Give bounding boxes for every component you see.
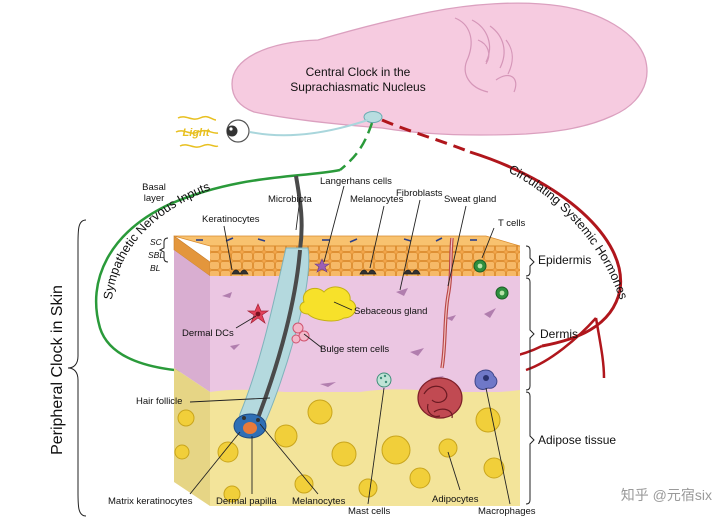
title-line2: Suprachiasmatic Nucleus [290, 80, 425, 94]
langerhans-label: Langerhans cells [320, 176, 392, 187]
skin-block [173, 175, 521, 506]
layer-brackets [67, 219, 535, 517]
basal-melanocytes [231, 269, 421, 275]
brain [231, 2, 648, 136]
t-cells-label: T cells [498, 218, 526, 229]
melanocytes-top-label: Melanocytes [350, 194, 404, 205]
bulge-stem-cells [291, 322, 310, 344]
keratinocytes-label: Keratinocytes [202, 214, 260, 225]
cerebellum [454, 17, 517, 93]
fibroblasts-label: Fibroblasts [396, 188, 443, 199]
epidermis-label: Epidermis [538, 253, 591, 267]
sc-label: SC [150, 237, 163, 247]
hormones-label: Circulating Systemic Hormones [507, 162, 631, 301]
eye-icon [226, 119, 250, 143]
optic-nerve [249, 119, 369, 137]
sweat-gland [417, 237, 463, 419]
pointer-lines [189, 185, 511, 505]
adipose-label: Adipose tissue [538, 433, 616, 447]
sebaceous-gland [299, 286, 357, 322]
langerhans-cell [314, 258, 330, 273]
sweat-gland-label: Sweat gland [444, 194, 496, 205]
basal-layer-label: layer [144, 193, 165, 204]
sbl-label: SBL [148, 250, 164, 260]
adipocytes-label: Adipocytes [432, 494, 479, 505]
dermis-side [174, 250, 210, 392]
light-label: Light [183, 127, 211, 139]
light-rays-icon [175, 115, 219, 148]
mast-cell [376, 372, 392, 388]
hormone-pathway-dashed [381, 118, 471, 154]
microbiota-dots [196, 237, 477, 243]
adipose-side [174, 368, 210, 506]
hair-follicle-label: Hair follicle [136, 396, 182, 407]
dermal-dcs-label: Dermal DCs [182, 328, 234, 339]
macrophage-cell [474, 369, 498, 390]
macrophages-label: Macrophages [478, 506, 536, 517]
bl-label: BL [150, 263, 161, 273]
microbiota-label: Microbiota [268, 194, 313, 205]
hair-bulb [233, 413, 267, 439]
melanocytes-bottom-label: Melanocytes [292, 496, 346, 507]
scn-nucleus [363, 111, 383, 123]
papilla-label: Dermal papilla [216, 496, 277, 507]
side-title: Peripheral Clock in Skin [49, 285, 66, 455]
title-line1: Central Clock in the [306, 65, 411, 79]
nervous-pathway [94, 168, 341, 380]
mast-cells-label: Mast cells [348, 506, 390, 517]
matrix-label: Matrix keratinocytes [108, 496, 193, 507]
adipocyte-cells [174, 399, 505, 503]
basal-label: Basal [142, 182, 166, 193]
sebaceous-label: Sebaceous gland [354, 306, 427, 317]
labels: Central Clock in the Suprachiasmatic Nuc… [108, 65, 712, 517]
watermark: 知乎 @元宿six [621, 487, 712, 503]
nervous-pathway-dashed [339, 122, 374, 171]
hormones-label-path: Circulating Systemic Hormones [507, 162, 631, 301]
bulge-label: Bulge stem cells [320, 344, 389, 355]
dermis-label: Dermis [540, 327, 578, 341]
